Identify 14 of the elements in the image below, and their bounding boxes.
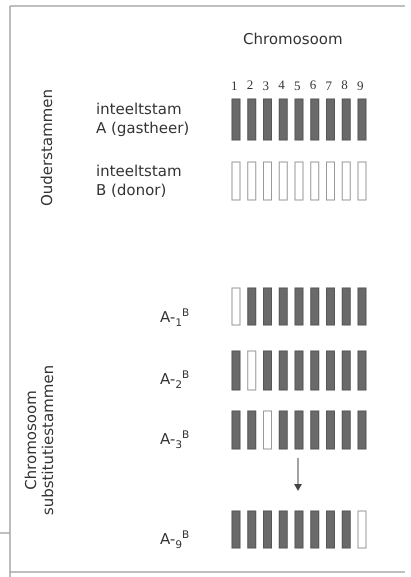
group-label: Ouderstammen <box>38 88 57 208</box>
chromosome-number: 9 <box>357 77 364 95</box>
chromosome-number: 4 <box>278 76 285 94</box>
chromosome-number: 5 <box>294 77 300 95</box>
chromosome-number: 2 <box>246 76 254 94</box>
chromosome-number: 1 <box>231 77 238 95</box>
group-label: Chromosoom substitutiestammen <box>23 364 57 518</box>
chromosome-number: 8 <box>341 76 348 94</box>
strain-label: inteeltstam B (donor) <box>96 162 183 200</box>
chromosome-number: 7 <box>326 77 332 95</box>
chromosome-number: 3 <box>262 77 269 95</box>
chromosome-number: 6 <box>310 76 316 94</box>
strain-label: inteeltstam A (gastheer) <box>96 100 190 138</box>
axis-title: Chromosoom <box>243 30 343 49</box>
